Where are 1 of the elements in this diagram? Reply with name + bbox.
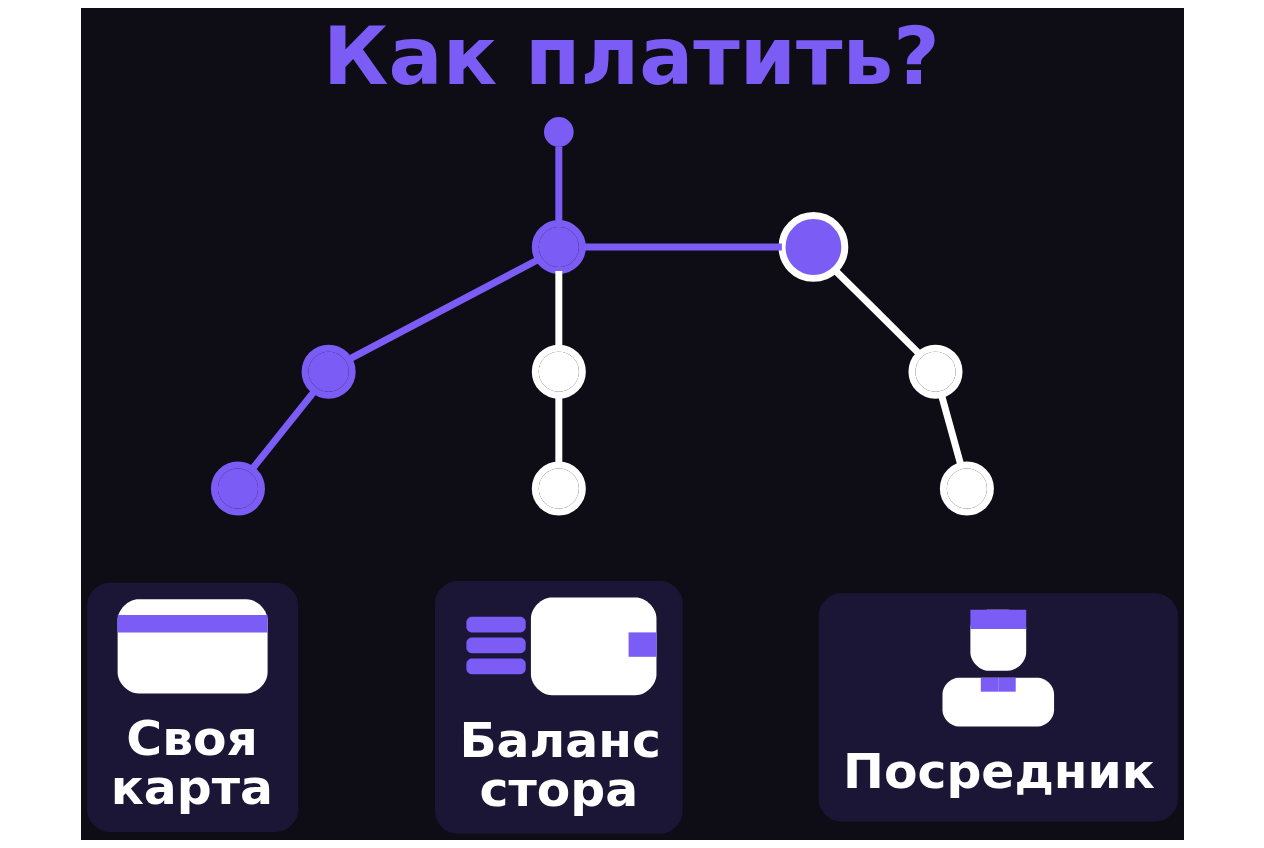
diagram-title: Как платить? [322,10,940,104]
